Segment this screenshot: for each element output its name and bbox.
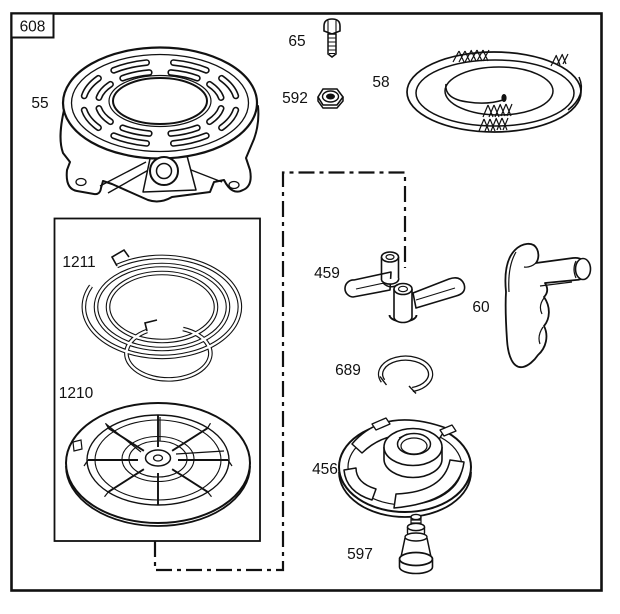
spring-inner-hook (144, 319, 158, 332)
clutch-depth (338, 471, 472, 518)
rewind-spring-drawing (81, 248, 243, 382)
assembly-bracket-dashdot-line (153, 171, 407, 572)
part-label-1210: 1210 (59, 385, 94, 402)
housing-rim-line (70, 53, 250, 153)
clutch-arm-bottom (393, 459, 465, 509)
part-label-55: 55 (31, 95, 48, 112)
rope-inner-end (445, 83, 504, 104)
part-label-459: 459 (314, 265, 340, 282)
screw-head (323, 18, 341, 35)
part-labels: 608 55 65 592 58 1211 1210 459 60 689 45… (20, 19, 490, 564)
starter-dog-set-drawing (344, 251, 466, 324)
part-label-689: 689 (335, 362, 361, 379)
clutch-bolt-drawing (398, 513, 434, 575)
rope-outer-loop (406, 51, 582, 133)
screw-threads (328, 37, 336, 55)
figure-ref-label: 608 (20, 19, 46, 36)
part-label-456: 456 (312, 461, 338, 478)
part-label-592: 592 (282, 90, 308, 107)
spring-outer-hook (110, 248, 130, 267)
grip-detail-lines (508, 251, 573, 345)
rope-braid-band-mid (482, 103, 513, 118)
left-dog-post (380, 251, 400, 263)
rope-braid-band-top (452, 49, 490, 63)
grip-arm-tip (574, 257, 592, 281)
spring-coils (81, 254, 243, 382)
rope-tail (567, 76, 583, 111)
part-label-65: 65 (288, 33, 305, 50)
retainer-ring-drawing (377, 355, 434, 394)
figure-ref-box (10, 12, 55, 39)
part-label-597: 597 (347, 546, 373, 563)
rope-braid-band-bottom (478, 117, 509, 132)
screw-drawing (323, 18, 341, 58)
part-label-60: 60 (472, 299, 490, 316)
rope-grip-drawing (504, 242, 592, 368)
rope-eyelet-inner (155, 162, 173, 180)
rope-end-tip (501, 94, 507, 102)
clutch-arm-left (343, 467, 377, 501)
left-foot-hole (75, 177, 87, 187)
starter-rope-drawing (406, 49, 583, 133)
part-label-58: 58 (372, 74, 389, 91)
sub-assembly-box (53, 217, 261, 542)
clutch-bore (400, 437, 428, 455)
center-hole (112, 77, 208, 125)
center-hole-outer-line (108, 74, 212, 128)
nut-hole-rim (321, 90, 340, 103)
bolt-base (398, 551, 434, 567)
retainer-ring-ends (379, 376, 417, 394)
left-dog-paddle (344, 271, 392, 298)
rim-slot (72, 439, 83, 452)
pulley-hub-hole (152, 454, 164, 462)
rope-middle-loop (415, 59, 575, 127)
housing-brace-lines (99, 161, 223, 194)
right-dog-post (393, 282, 413, 296)
clutch-lugs (371, 417, 457, 437)
part-label-1211: 1211 (62, 254, 95, 271)
nut-hole (326, 93, 335, 100)
nut-drawing (317, 88, 344, 109)
bolt-collar (406, 522, 426, 532)
pulley-hub (144, 449, 172, 467)
starter-clutch-drawing (338, 417, 472, 518)
frame-border (10, 12, 603, 592)
diagram-frame (10, 12, 603, 592)
rope-braid-band-right (550, 53, 569, 67)
blower-housing-drawing (59, 46, 260, 203)
bolt-body (400, 537, 432, 558)
bolt-tip (410, 513, 422, 521)
grip-outline (504, 242, 589, 368)
rope-inner-loop (444, 66, 554, 116)
right-foot-hole (228, 180, 240, 190)
rewind-pulley-drawing (65, 402, 251, 527)
pulley-rim-depth (65, 465, 251, 527)
